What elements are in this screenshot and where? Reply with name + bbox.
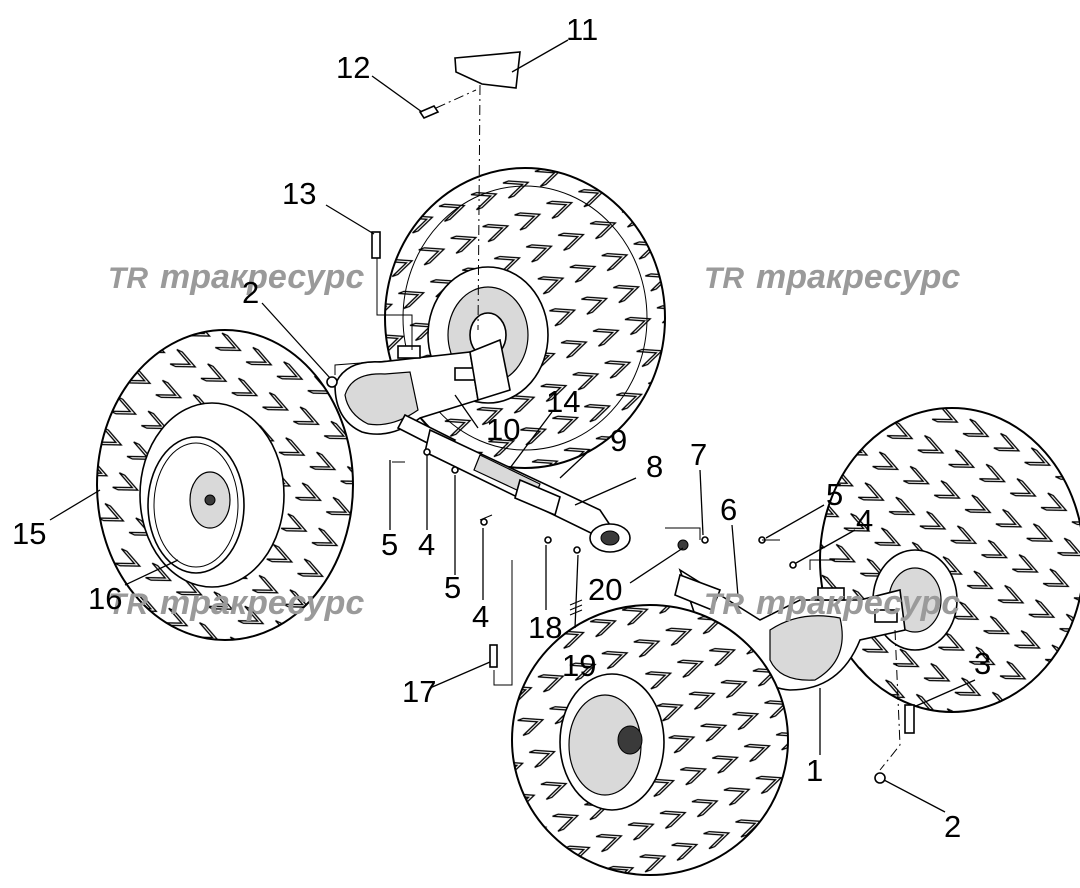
callout-4c: 4 — [856, 503, 873, 538]
watermark-text: тракресурс — [756, 584, 960, 622]
watermark-logo: TR — [704, 262, 744, 295]
callout-4: 4 — [418, 527, 435, 562]
leader-lines — [49, 39, 976, 813]
wheel-front-right — [511, 604, 789, 876]
u-bolt-clamp — [397, 345, 421, 359]
callout-4b: 4 — [472, 599, 489, 634]
drive-shaft-assembly — [424, 428, 631, 553]
callout-17: 17 — [402, 674, 436, 709]
watermark-bottom-left: TR тракресурс — [108, 584, 364, 622]
bolt-part-3 — [904, 704, 915, 734]
rear-axle-assembly — [674, 568, 906, 691]
watermark-top-right: TR тракресурс — [704, 258, 960, 296]
small-parts — [326, 51, 915, 784]
wheel-rear-far-right — [819, 407, 1080, 713]
callout-8: 8 — [646, 449, 663, 484]
watermark-logo: TR — [704, 588, 744, 621]
washer-part-20 — [677, 539, 689, 551]
callout-5c: 5 — [826, 477, 843, 512]
watermark-text: тракресурс — [160, 584, 364, 622]
watermark-bottom-right: TR тракресурс — [704, 584, 960, 622]
watermark-text: тракресурс — [160, 258, 364, 296]
callout-11: 11 — [566, 12, 598, 47]
front-axle-assembly — [334, 338, 511, 454]
callout-5b: 5 — [444, 570, 461, 605]
callout-10: 10 — [486, 412, 520, 447]
nut-part-2 — [326, 376, 338, 388]
callout-12: 12 — [336, 50, 370, 85]
callout-19: 19 — [562, 648, 596, 683]
callout-14: 14 — [546, 384, 580, 419]
callout-15: 15 — [12, 516, 46, 551]
callout-13: 13 — [282, 176, 316, 211]
bolt-part-17 — [489, 644, 498, 668]
watermark-top-left: TR тракресурс — [108, 258, 364, 296]
u-bolt-clamp — [874, 609, 898, 623]
callout-18: 18 — [528, 610, 562, 645]
watermark-logo: TR — [108, 588, 148, 621]
u-bolt-clamp — [817, 587, 845, 601]
assembly-lines — [334, 84, 901, 771]
callout-6: 6 — [720, 492, 737, 527]
callout-2: 2 — [242, 275, 259, 310]
callout-1: 1 — [806, 753, 823, 788]
watermark-text: тракресурс — [756, 258, 960, 296]
callout-7: 7 — [690, 437, 707, 472]
callout-5: 5 — [381, 527, 398, 562]
callout-labels: 1 2 2 3 4 4 4 5 5 5 6 7 8 9 10 11 12 13 … — [12, 12, 991, 844]
bolt-part-12 — [418, 105, 440, 119]
plate-part-11 — [454, 51, 521, 89]
watermark-logo: TR — [108, 262, 148, 295]
callout-2b: 2 — [944, 809, 961, 844]
callout-9: 9 — [610, 423, 627, 458]
callout-3: 3 — [974, 646, 991, 681]
nut-part-2b — [874, 772, 886, 784]
callout-20: 20 — [588, 572, 622, 607]
wheel-front-left — [96, 329, 354, 641]
bolt-part-13 — [371, 231, 381, 259]
watermark-group: TR тракресурс TR тракресурс TR тракресур… — [108, 258, 960, 622]
callout-16: 16 — [88, 581, 122, 616]
